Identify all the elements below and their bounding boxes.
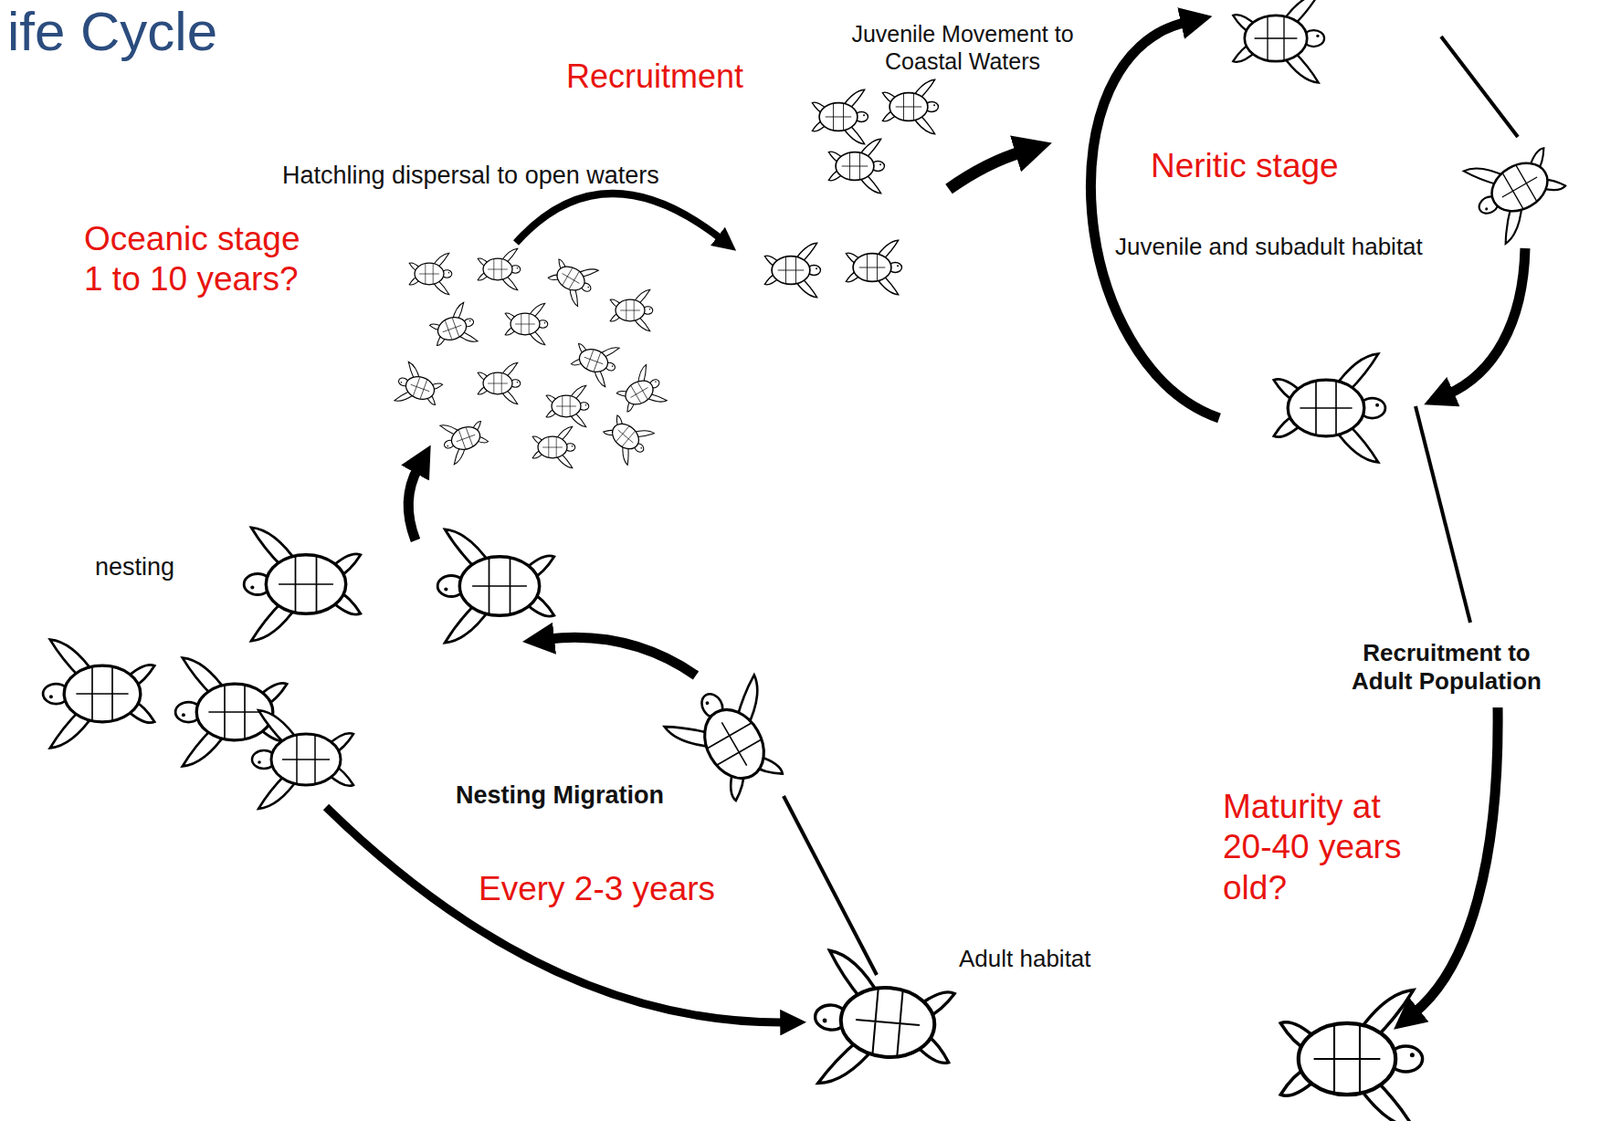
cycle-arrow (408, 467, 419, 541)
turtle-figure (42, 640, 155, 749)
hatchling-figure (597, 408, 657, 468)
stage-label: Every 2-3 years (478, 869, 716, 910)
hatchling-figure (477, 248, 521, 290)
hatchling-figure (764, 242, 821, 297)
turtle-figure (809, 949, 958, 1095)
stage-label: Adult habitat (958, 945, 1092, 974)
turtle-figure (1280, 989, 1422, 1121)
turtle-figure (1232, 0, 1325, 84)
stage-label: Juvenile and subadult habitat (1115, 232, 1423, 262)
hatchling-figure (845, 240, 902, 295)
hatchling-figure (477, 362, 521, 404)
hatchling-figure (426, 301, 481, 356)
juvenile-figure (811, 89, 868, 144)
stage-label: Nesting Migration (455, 780, 664, 811)
turtle-figure (175, 658, 287, 768)
hatchling-figure (546, 385, 590, 427)
cycle-arrow (948, 151, 1023, 190)
cycle-arrow (515, 193, 722, 243)
hatchling-figure (610, 289, 653, 331)
hatchling-figure (505, 303, 548, 345)
hatchling-figure (437, 411, 492, 466)
turtle-figure (243, 527, 361, 642)
stage-label: Hatchling dispersal to open waters (282, 160, 660, 190)
turtle-figure (252, 710, 354, 810)
hatchling-figure (391, 360, 446, 415)
stage-label: Recruitment to Adult Population (1338, 639, 1555, 696)
cycle-arrow (547, 637, 696, 676)
stage-label: Recruitment (566, 56, 744, 96)
turtle-figure (437, 529, 555, 643)
cycle-arrow (326, 807, 786, 1023)
diagram-title: ife Cycle (7, 1, 218, 63)
cycle-arrow (1090, 21, 1220, 419)
turtle-figure (1273, 354, 1386, 464)
turtle-figure (1459, 130, 1577, 247)
stage-label: Maturity at 20-40 years old? (1222, 787, 1415, 909)
cycle-arrow (1413, 707, 1498, 1014)
hatchling-figure (611, 363, 670, 422)
juvenile-figure (828, 138, 885, 193)
turtle-figure (661, 669, 804, 814)
cycle-line (783, 796, 877, 976)
stage-label: Neritic stage (1150, 146, 1339, 187)
juvenile-figure (882, 79, 938, 134)
cycle-arrow (1447, 248, 1526, 395)
stage-label: nesting (94, 552, 175, 582)
hatchling-figure (543, 250, 601, 308)
hatchling-figure (568, 334, 622, 389)
cycle-line (1415, 406, 1471, 623)
stage-label: Oceanic stage 1 to 10 years? (84, 219, 317, 301)
cycle-line (1441, 36, 1518, 137)
hatchling-figure (409, 252, 453, 295)
hatchling-figure (532, 426, 576, 468)
stage-label: Juvenile Movement to Coastal Waters (834, 20, 1091, 75)
